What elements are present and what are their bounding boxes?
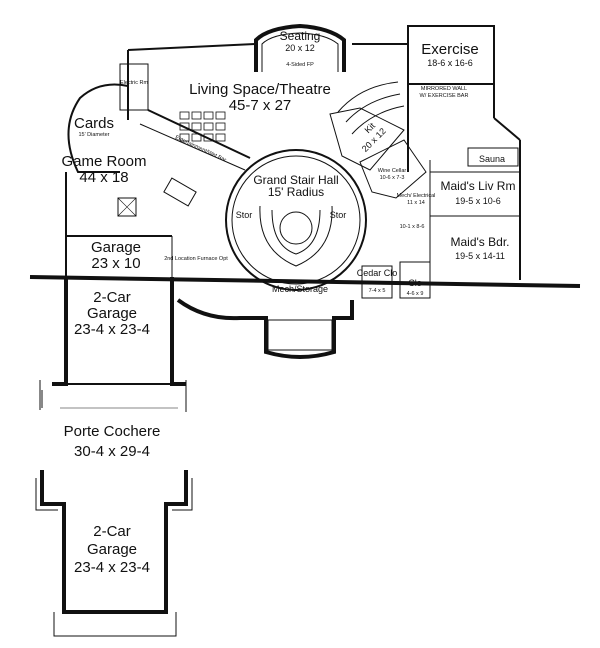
garage-b-size: 23-4 x 23-4 <box>74 559 150 576</box>
porte-cochere-size: 30-4 x 29-4 <box>74 443 150 460</box>
theatre-seats <box>179 111 226 142</box>
cedar-clo-size: 7-4 x 5 <box>369 288 386 294</box>
cedar-clo-name: Cedar Clo <box>357 268 398 278</box>
electric-room-note: Electric Rm <box>120 80 149 86</box>
porte-cochere-name: Porte Cochere <box>64 423 161 440</box>
seating-size: 20 x 12 <box>285 43 315 53</box>
garage-b-line1: 2-Car <box>93 523 131 540</box>
mirrored-wall-note: MIRRORED WALL <box>421 86 467 92</box>
game-room-size: 44 x 18 <box>79 169 128 186</box>
game-room-name: Game Room <box>61 153 146 170</box>
exercise-size: 18-6 x 16-6 <box>427 58 473 68</box>
bath-size: 10-1 x 8-6 <box>400 224 425 230</box>
mech-elec-size: 11 x 14 <box>407 200 425 206</box>
garage-b-line2: Garage <box>87 541 137 558</box>
grand-stair-name: Grand Stair Hall <box>253 173 338 187</box>
maids-bdr-name: Maid's Bdr. <box>451 235 510 249</box>
maids-liv-size: 19-5 x 10-6 <box>455 196 501 206</box>
maids-bdr-size: 19-5 x 14-11 <box>455 251 505 261</box>
wine-cellar-size: 10-6 x 7-3 <box>380 175 405 181</box>
furnace-note: 2nd Location Furnace Opt <box>164 256 228 262</box>
living-name: Living Space/Theatre <box>189 81 331 98</box>
mech-storage-name: Mech/Storage <box>272 284 328 294</box>
living-size: 45-7 x 27 <box>229 97 292 114</box>
porte-cochere-walls <box>41 390 187 410</box>
seating-name: Seating <box>280 29 321 43</box>
grand-stair <box>225 149 367 291</box>
garage-b-walls <box>35 470 193 637</box>
garage-small-size: 23 x 10 <box>91 255 140 272</box>
exercise-name: Exercise <box>421 41 479 58</box>
game-room-furniture <box>117 177 197 217</box>
garage-a-line1: 2-Car <box>93 289 131 306</box>
entertainment-note: Entertainment/Wet Bar <box>174 135 227 164</box>
sauna-name: Sauna <box>479 154 505 164</box>
grand-stair-note: 15' Radius <box>268 185 324 199</box>
house-walls <box>29 23 581 359</box>
exercise-bar-note: W/ EXERCISE BAR <box>420 93 469 99</box>
stor-left-name: Stor <box>236 210 253 220</box>
garage-small-name: Garage <box>91 239 141 256</box>
garage-a-size: 23-4 x 23-4 <box>74 321 150 338</box>
wine-cellar-note: Wine Cellar <box>378 168 407 174</box>
cards-note: 15' Diameter <box>78 132 109 138</box>
garage-a-line2: Garage <box>87 305 137 322</box>
clo-size: 4-6 x 9 <box>407 291 424 297</box>
maids-liv-name: Maid's Liv Rm <box>441 179 516 193</box>
cards-name: Cards <box>74 115 114 132</box>
clo-name: Clo <box>408 278 422 288</box>
fireplace-note: 4-Sided FP <box>286 62 314 68</box>
mech-elec-note: Mech/ Electrical <box>397 193 436 199</box>
stor-right-name: Stor <box>330 210 347 220</box>
